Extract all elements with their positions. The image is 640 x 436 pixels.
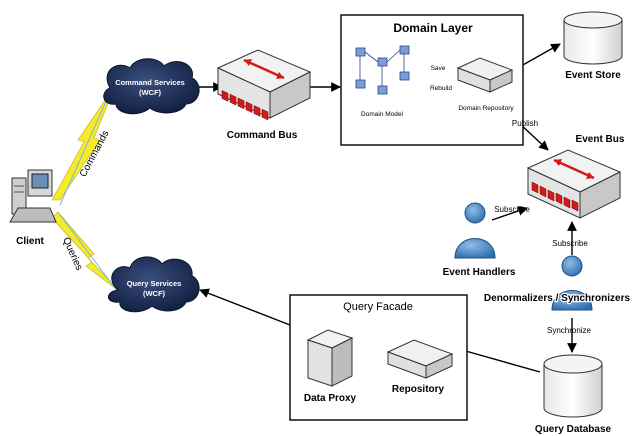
- denormalizers-person-icon: [551, 255, 593, 311]
- command-services-sublabel: (WCF): [139, 88, 162, 97]
- client-label: Client: [16, 236, 44, 247]
- domain-layer-title: Domain Layer: [393, 21, 473, 35]
- repository-label: Repository: [392, 384, 445, 395]
- command-services-label: Command Services: [115, 78, 185, 87]
- command-services-cloud: [103, 58, 200, 115]
- query-services-cloud: [108, 256, 200, 313]
- lightning-bolts: [51, 83, 121, 293]
- domain-model-icon: [355, 45, 410, 95]
- denormalizers-label: Denormalizers / Synchronizers: [484, 293, 631, 304]
- edge-subscribe-handlers: [491, 206, 528, 221]
- event-bus-box: [526, 149, 622, 219]
- event-store-database-icon: [563, 11, 623, 65]
- query-facade-title: Query Facade: [343, 301, 413, 313]
- repository-box: [386, 339, 454, 379]
- edge-querydb-to-repository: [454, 345, 541, 373]
- event-handlers-person-icon: [454, 202, 496, 259]
- data-proxy-server-icon: [306, 329, 354, 387]
- event-bus-label: Event Bus: [576, 134, 625, 145]
- domain-model-label: Domain Model: [361, 111, 403, 118]
- query-services-sublabel: (WCF): [143, 289, 166, 298]
- queries-bolt-icon: [51, 211, 121, 293]
- query-database-label: Query Database: [535, 424, 612, 435]
- synchronize-edge-label: Synchronize: [547, 326, 592, 335]
- event-store-label: Event Store: [565, 70, 621, 81]
- command-bus-box: [216, 49, 312, 121]
- subscribe-denorm-edge-label: Subscribe: [552, 239, 588, 248]
- subscribe-handlers-edge-label: Subscribe: [494, 205, 530, 214]
- data-proxy-label: Data Proxy: [304, 393, 357, 404]
- domain-repository-box: [456, 57, 514, 93]
- query-services-label: Query Services: [127, 279, 182, 288]
- query-database-icon: [543, 354, 603, 418]
- rebuild-edge-label: Rebuild: [430, 85, 452, 92]
- client-computer-icon: [9, 169, 57, 223]
- command-bus-label: Command Bus: [227, 130, 298, 141]
- domain-repository-label: Domain Repository: [458, 105, 514, 112]
- save-edge-label: Save: [431, 65, 446, 72]
- event-handlers-label: Event Handlers: [443, 267, 516, 278]
- edge-queryfacade-to-queryservices: [199, 288, 291, 326]
- publish-edge-label: Publish: [512, 119, 538, 128]
